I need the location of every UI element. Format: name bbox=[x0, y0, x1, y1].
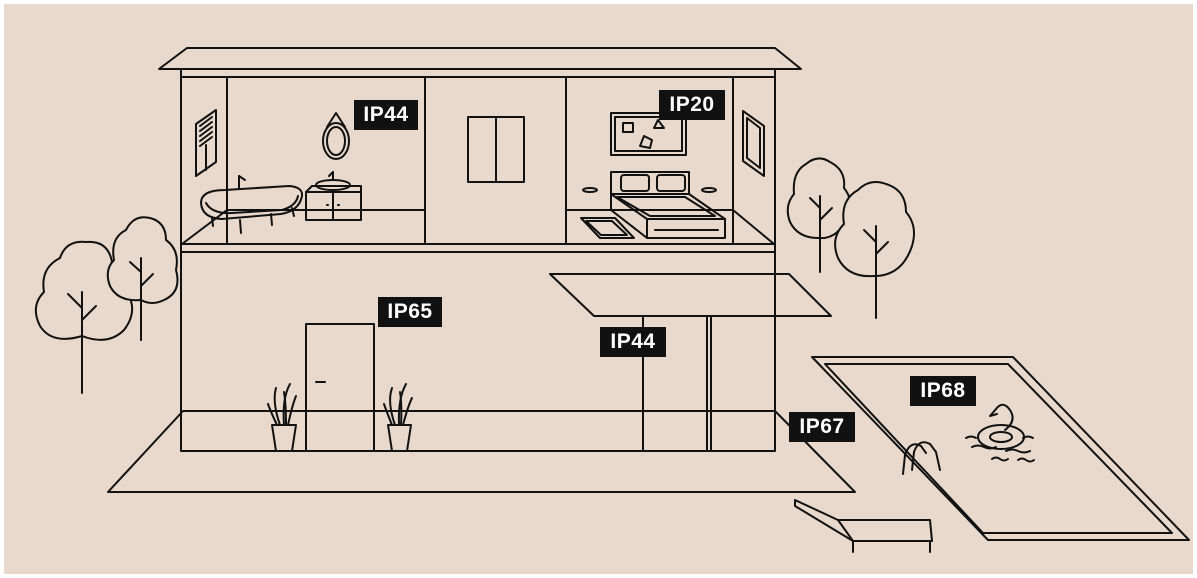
label-ip-pool: IP68 bbox=[910, 376, 976, 406]
label-ip-bathroom: IP44 bbox=[354, 100, 418, 130]
label-ip-canopy: IP44 bbox=[600, 327, 666, 357]
label-ip-bedroom: IP20 bbox=[659, 90, 725, 120]
background-panel bbox=[4, 4, 1193, 574]
label-ip-garden-path: IP67 bbox=[789, 412, 855, 442]
label-ip-front-door: IP65 bbox=[378, 297, 442, 327]
